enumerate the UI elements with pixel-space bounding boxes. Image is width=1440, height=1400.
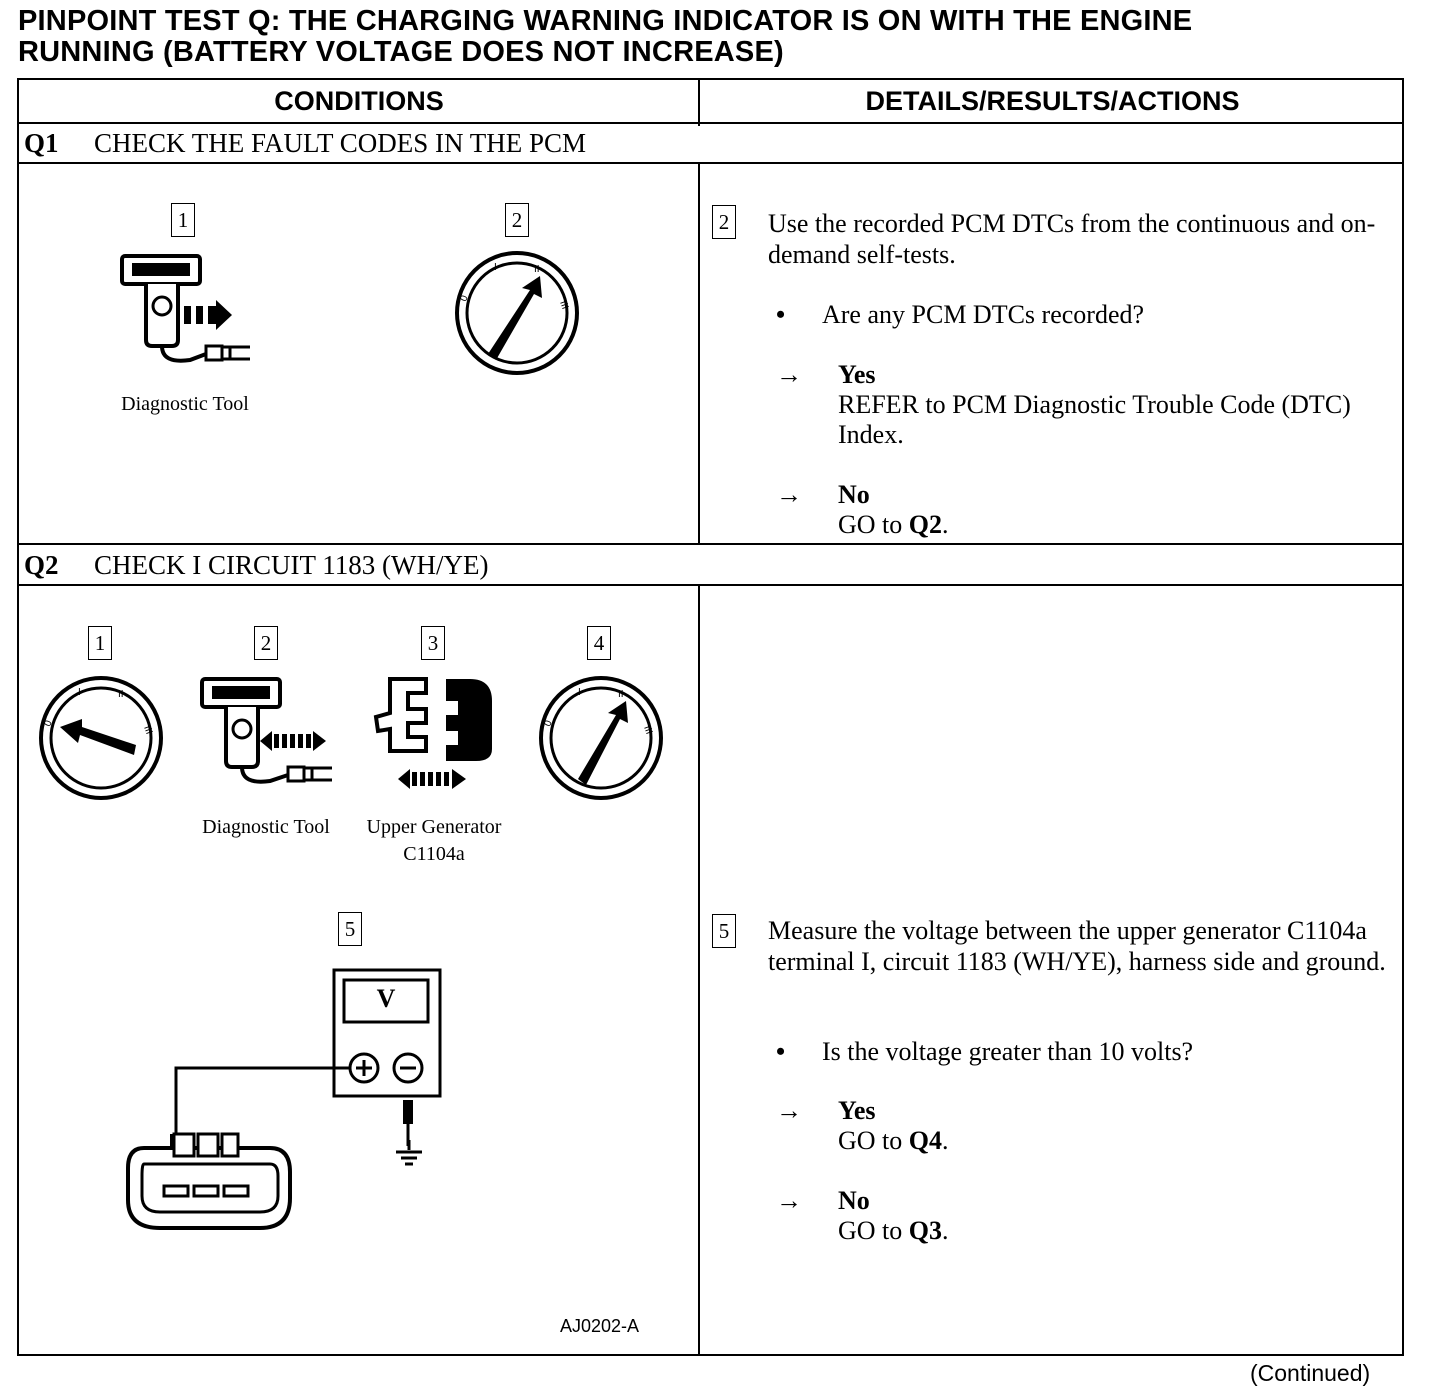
svg-text:II: II — [618, 689, 624, 700]
right-arrow-icon: → — [776, 480, 802, 509]
ground-symbol-icon — [396, 1140, 422, 1166]
pinpoint-test-table — [17, 78, 1404, 1356]
meter-display-label: V — [376, 984, 396, 1013]
header-divider — [17, 122, 1404, 124]
row-divider — [17, 584, 1404, 586]
diagnostic-tool-icon — [120, 254, 250, 363]
answer-response: Yes — [838, 360, 876, 389]
svg-text:III: III — [641, 724, 654, 736]
figure-label: 2 — [505, 203, 529, 237]
diagnostic-tool-icon — [200, 677, 332, 784]
answer-link-q4[interactable]: Q4 — [908, 1126, 943, 1155]
step-id: Q2 — [24, 550, 59, 580]
answer-action-suffix: . — [942, 510, 949, 539]
svg-text:III: III — [141, 724, 154, 736]
page-title-line-2: RUNNING (BATTERY VOLTAGE DOES NOT INCREA… — [18, 36, 784, 68]
figure-label: 2 — [254, 626, 278, 660]
answer-action-suffix: . — [942, 1216, 949, 1245]
figure-label: 1 — [88, 626, 112, 660]
answer-action-prefix: GO to — [838, 1126, 909, 1155]
action-number: 2 — [712, 205, 736, 239]
figure-label: 3 — [421, 626, 445, 660]
answer-action-prefix: GO to — [838, 510, 909, 539]
column-divider — [698, 164, 700, 545]
right-arrow-icon: → — [776, 360, 802, 389]
step-heading-q1: Q1 CHECK THE FAULT CODES IN THE PCM — [24, 126, 586, 160]
step-title: CHECK THE FAULT CODES IN THE PCM — [94, 128, 587, 158]
right-arrow-icon: → — [776, 1096, 802, 1125]
svg-text:0: 0 — [458, 294, 470, 303]
answer-link-q2[interactable]: Q2 — [908, 510, 943, 539]
ignition-switch-icon: 0 I II III — [455, 251, 579, 375]
svg-text:I: I — [78, 687, 81, 698]
instruction-text: Measure the voltage between the upper ge… — [768, 916, 1386, 976]
figure-caption: Diagnostic Tool — [121, 393, 249, 415]
continued-note: (Continued) — [1250, 1360, 1371, 1386]
question-text: Are any PCM DTCs recorded? — [822, 300, 1145, 329]
column-divider — [698, 80, 700, 126]
answer-link-q3[interactable]: Q3 — [908, 1216, 943, 1245]
column-divider — [698, 586, 700, 1355]
instruction-text: Use the recorded PCM DTCs from the conti… — [768, 209, 1376, 269]
voltmeter-icon — [332, 968, 442, 1098]
ignition-switch-icon: 0 I II III — [539, 676, 663, 800]
ignition-switch-icon: 0 I II III — [39, 676, 163, 800]
harness-connector-icon — [126, 1132, 292, 1230]
figure-caption: Diagnostic Tool — [202, 816, 330, 838]
svg-text:II: II — [534, 264, 540, 275]
figure-caption: Upper Generator — [366, 816, 502, 838]
row-divider — [17, 162, 1404, 164]
column-header-details: DETAILS/RESULTS/ACTIONS — [865, 86, 1240, 116]
figure-label: 5 — [338, 912, 362, 946]
step-id: Q1 — [24, 128, 59, 158]
figure-id: AJ0202-A — [560, 1316, 640, 1336]
step-heading-q2: Q2 CHECK I CIRCUIT 1183 (WH/YE) — [24, 548, 488, 582]
svg-text:II: II — [118, 689, 124, 700]
page-title: PINPOINT TEST Q: THE CHARGING WARNING IN… — [18, 6, 1418, 68]
step-title: CHECK I CIRCUIT 1183 (WH/YE) — [94, 550, 489, 580]
answer-response: Yes — [838, 1096, 876, 1125]
figure-caption: C1104a — [403, 843, 465, 865]
page-title-line-1: PINPOINT TEST Q: THE CHARGING WARNING IN… — [18, 5, 1193, 37]
svg-text:0: 0 — [542, 719, 554, 728]
bullet-symbol: • — [776, 1037, 786, 1066]
figure-label: 1 — [171, 203, 195, 237]
column-header-conditions: CONDITIONS — [274, 86, 444, 116]
svg-text:III: III — [557, 299, 570, 311]
answer-action: REFER to PCM Diagnostic Trouble Code (DT… — [838, 390, 1351, 449]
connector-icon — [373, 677, 492, 789]
svg-text:0: 0 — [42, 719, 54, 728]
right-arrow-icon: → — [776, 1186, 802, 1215]
bullet-symbol: • — [776, 300, 786, 329]
answer-action-prefix: GO to — [838, 1216, 909, 1245]
question: • Is the voltage greater than 10 volts? — [776, 1036, 1193, 1067]
row-divider — [17, 543, 1404, 545]
action-number: 5 — [712, 914, 736, 948]
answer-action-suffix: . — [942, 1126, 949, 1155]
svg-text:I: I — [494, 262, 497, 273]
figure-label: 4 — [587, 626, 611, 660]
answer-response: No — [838, 480, 870, 509]
question-text: Is the voltage greater than 10 volts? — [822, 1037, 1194, 1066]
question: • Are any PCM DTCs recorded? — [776, 299, 1144, 330]
answer-response: No — [838, 1186, 870, 1215]
svg-text:I: I — [578, 687, 581, 698]
